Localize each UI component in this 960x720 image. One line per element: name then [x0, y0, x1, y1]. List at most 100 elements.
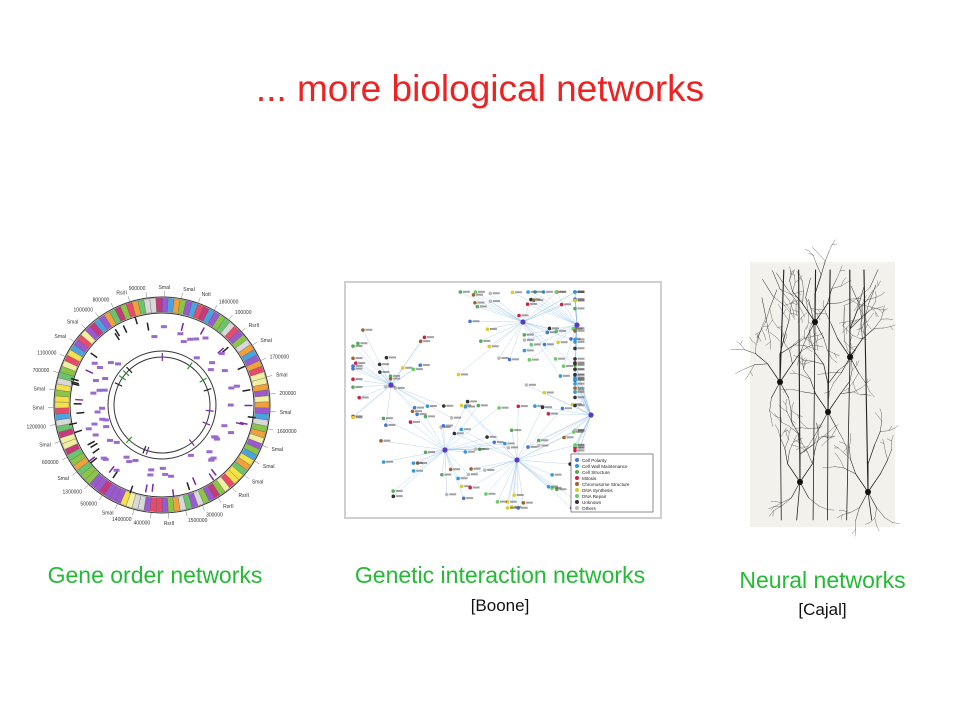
gene-node-label	[577, 382, 585, 385]
gene-node-label	[564, 303, 572, 306]
dendrite	[874, 318, 882, 329]
dendrite	[795, 278, 800, 283]
gene-node-label	[521, 314, 529, 317]
map-label: SmaI	[67, 320, 79, 326]
citation-boone: [Boone]	[470, 596, 530, 615]
map-label: SmaI	[39, 443, 51, 449]
map-label-leader	[266, 375, 273, 378]
core-tick	[203, 388, 212, 392]
gene-node-label	[489, 435, 497, 438]
gene-node-label	[546, 290, 554, 293]
gene-node	[573, 290, 577, 294]
dendrite	[806, 321, 809, 330]
gene-node-label	[479, 305, 487, 308]
dendrite	[775, 415, 781, 419]
gene-node	[412, 405, 417, 410]
gene-label-mark	[115, 362, 122, 366]
dendrite	[833, 372, 842, 384]
gene-node-label	[475, 293, 483, 296]
dendrite	[846, 319, 854, 328]
gene-node	[554, 290, 558, 294]
dendrite	[804, 360, 808, 363]
map-label-leader	[114, 503, 118, 510]
gene-node	[391, 489, 395, 493]
interaction-edge	[477, 306, 524, 323]
dendrite	[797, 414, 800, 420]
gene-tick	[221, 346, 229, 354]
core-tick	[126, 366, 133, 374]
gene-label-mark	[92, 379, 99, 383]
gene-node-label	[428, 415, 436, 418]
dendrite	[773, 505, 782, 511]
map-label-leader	[267, 428, 274, 431]
gene-node-label	[397, 386, 405, 389]
gene-node	[505, 506, 510, 510]
gene-node-label	[491, 345, 499, 348]
dendrite	[840, 391, 854, 395]
map-label-leader	[269, 393, 276, 395]
dendrite	[804, 326, 807, 332]
dendrite	[808, 311, 809, 323]
core-tick	[202, 421, 211, 426]
map-label: RsrII	[116, 290, 127, 296]
dendrite	[878, 306, 884, 309]
dendrite	[798, 358, 802, 365]
gene-node-label	[500, 500, 508, 503]
dendrite	[744, 349, 756, 354]
dendrite	[805, 360, 813, 365]
gene-tick	[71, 382, 80, 387]
dendrite	[799, 444, 815, 455]
dendrite	[801, 311, 809, 318]
dendrite	[812, 334, 820, 337]
dendrite	[891, 435, 894, 442]
dendrite	[735, 371, 740, 375]
dendrite	[799, 437, 803, 444]
dendrite	[849, 299, 855, 303]
gene-tick	[69, 422, 78, 426]
gene-node-label	[393, 374, 401, 377]
dendrite	[774, 413, 778, 418]
caption-gene-order: Gene order networks	[47, 562, 263, 588]
gene-node	[558, 374, 563, 378]
dendrite	[872, 285, 879, 291]
core-tick	[187, 362, 193, 370]
legend-item: Others	[582, 506, 596, 511]
gene-node-label	[530, 290, 538, 293]
gene-tick	[112, 470, 118, 479]
dendrite	[867, 316, 872, 322]
dendrite	[849, 369, 853, 382]
dendrite	[840, 460, 844, 469]
gene-node-label	[577, 347, 585, 350]
interaction-edge	[533, 300, 578, 326]
gene-node	[471, 293, 476, 297]
map-label: 900000	[129, 286, 146, 292]
dendrite	[790, 419, 796, 424]
interaction-edge	[516, 407, 543, 461]
dendrite	[804, 345, 812, 348]
dendrite	[818, 345, 824, 348]
interaction-edge	[461, 429, 518, 461]
dendrite	[761, 328, 765, 336]
gene-node-label	[537, 404, 545, 407]
dendrite	[849, 439, 851, 448]
gene-tick	[75, 398, 84, 401]
interaction-edge	[413, 449, 446, 472]
dendrite	[849, 447, 851, 460]
dendrite	[802, 391, 816, 395]
dendrite	[781, 422, 790, 427]
dendrite	[802, 443, 808, 452]
gene-node-label	[577, 388, 585, 391]
dendrite	[826, 313, 832, 325]
gene-node-label	[393, 377, 401, 380]
dendrite	[827, 509, 835, 511]
core-tick	[199, 377, 207, 383]
dendrite	[816, 342, 818, 351]
gene-node	[484, 492, 488, 496]
dendrite	[840, 282, 847, 287]
map-label: NotI	[202, 292, 211, 298]
gene-node	[495, 500, 500, 504]
gene-node	[444, 492, 449, 497]
core-tick	[122, 370, 130, 377]
dendrite	[789, 427, 792, 433]
interaction-edge	[352, 368, 392, 386]
